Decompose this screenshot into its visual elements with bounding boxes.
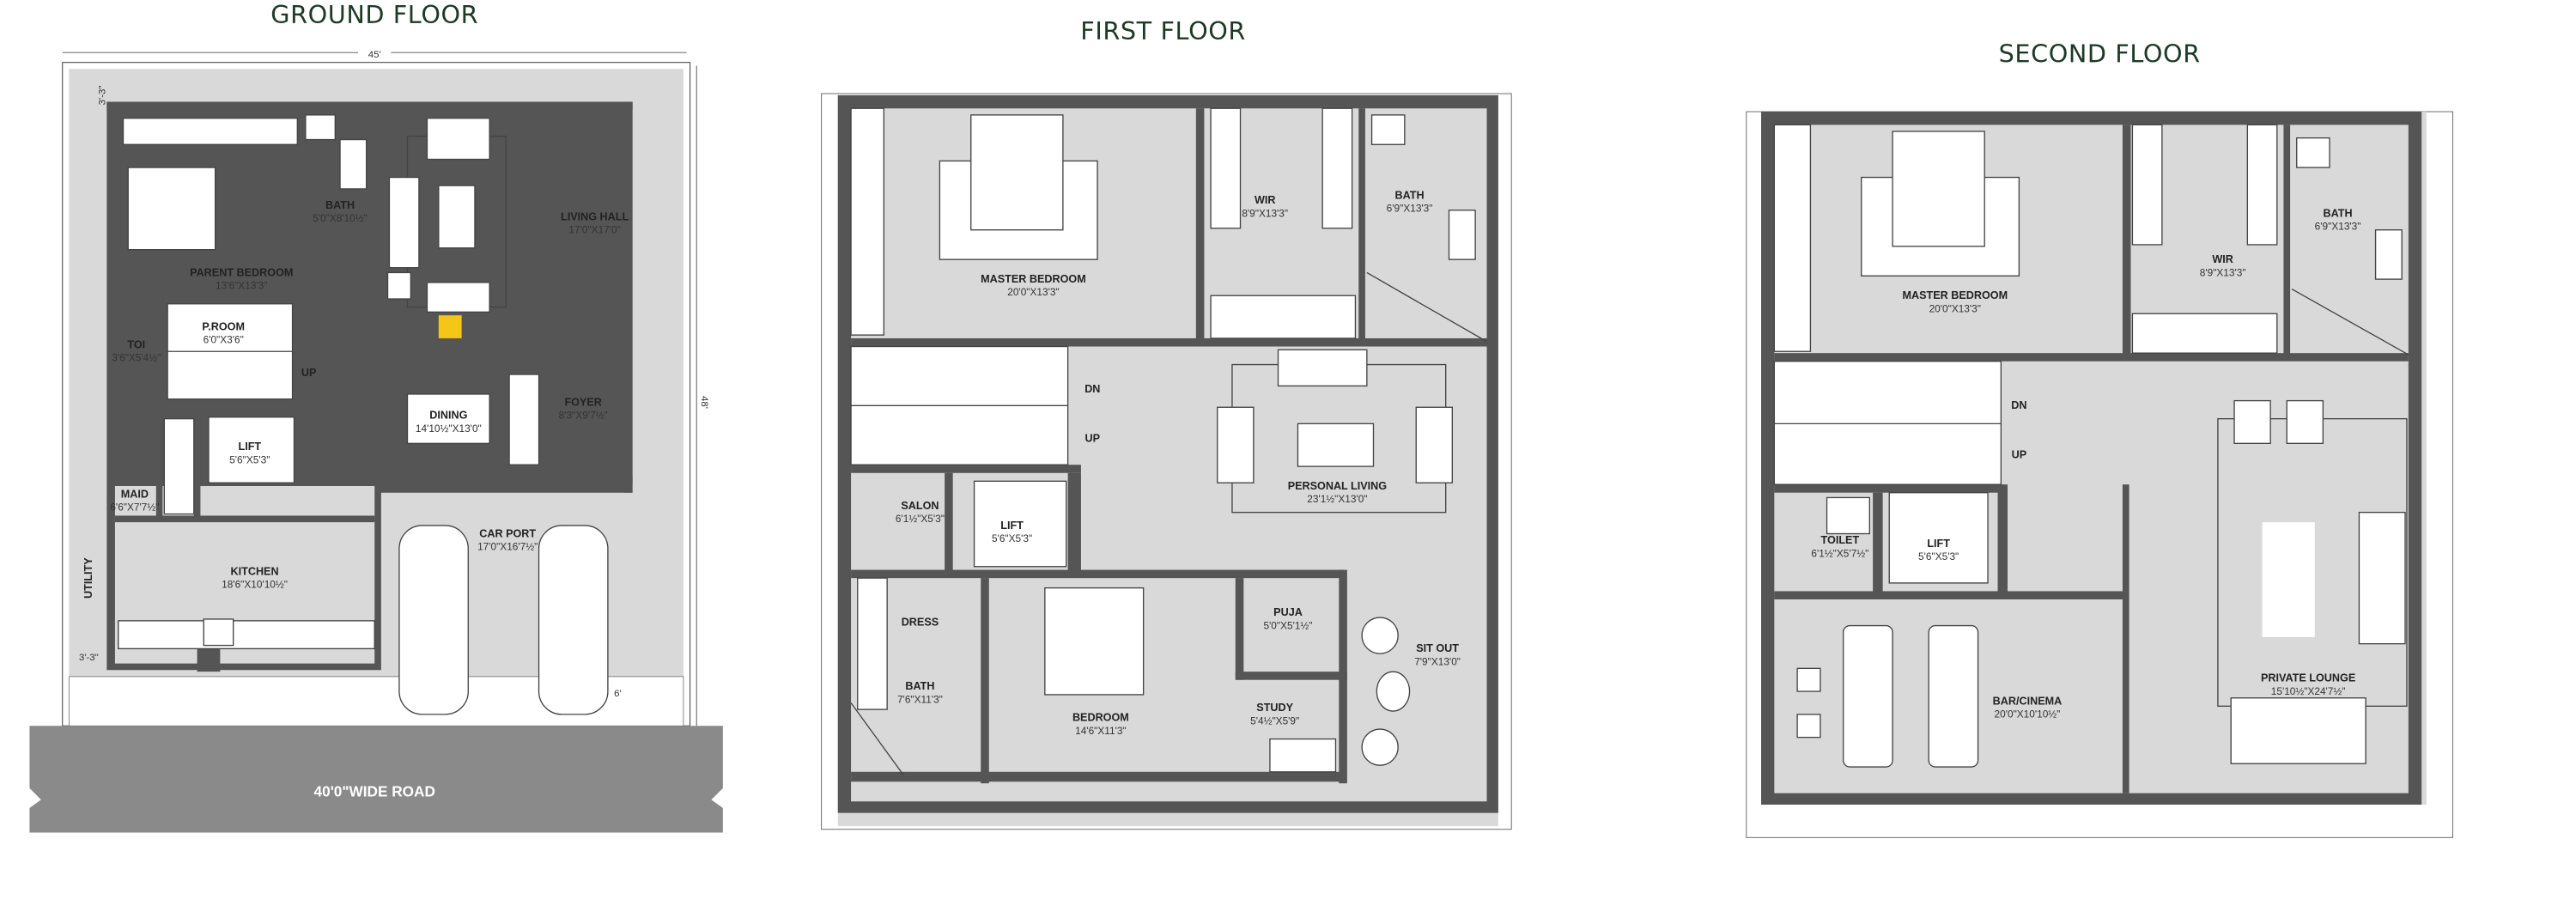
- setback-left: 3'-3": [79, 653, 99, 663]
- room-label: BAR/CINEMA: [1993, 695, 2063, 707]
- room-size: 6'6"X7'7½": [110, 502, 159, 514]
- room-size: 5'4½"X5'9": [1250, 714, 1299, 726]
- second-floor-title: SECOND FLOOR: [1999, 40, 2201, 69]
- first-floor-title: FIRST FLOOR: [1080, 16, 1246, 46]
- room-label: BATH: [1395, 189, 1425, 201]
- room-size: 20'0"X10'10½": [1995, 708, 2061, 720]
- room-label-utility: UTILITY: [82, 557, 94, 599]
- dimension-depth: 48': [699, 396, 709, 409]
- room-label: SALON: [901, 500, 939, 512]
- room-label: PARENT BEDROOM: [190, 266, 293, 278]
- room-size: 23'1½"X13'0": [1307, 493, 1367, 505]
- room-label: MAID: [121, 488, 149, 500]
- stair-up-label: UP: [1085, 432, 1101, 444]
- ground-floor-plan: GROUND FLOOR 45' 48' 3'-3" 3'-3" 6': [29, 0, 723, 833]
- room-label: PRIVATE LOUNGE: [2261, 672, 2355, 684]
- road: [29, 726, 723, 833]
- room-label: MASTER BEDROOM: [1902, 289, 2008, 301]
- ground-floor-title: GROUND FLOOR: [270, 0, 478, 29]
- room-size: 14'6"X11'3": [1075, 725, 1126, 737]
- room-label: SIT OUT: [1416, 642, 1459, 654]
- room-size: 13'6"X13'3": [216, 280, 267, 292]
- room-label: MASTER BEDROOM: [981, 273, 1086, 285]
- room-size: 14'10½"X13'0": [416, 423, 482, 435]
- road-label: 40'0"WIDE ROAD: [314, 782, 435, 799]
- setback-top: 3'-3": [97, 85, 107, 105]
- room-label: LIFT: [1927, 538, 1950, 550]
- room-size: 15'10½"X24'7½": [2271, 685, 2346, 697]
- room-size: 5'6"X5'3": [1918, 550, 1959, 562]
- room-size: 6'9"X13'3": [2315, 221, 2361, 233]
- room-size: 5'0"X5'1½": [1263, 619, 1312, 631]
- room-label: BATH: [905, 680, 934, 692]
- room-label: CAR PORT: [479, 527, 536, 539]
- room-label: P.ROOM: [202, 320, 245, 332]
- room-label: FOYER: [564, 396, 601, 408]
- room-size: 8'3"X9'7½": [559, 410, 608, 422]
- staircase: [1773, 361, 2002, 485]
- room-label: BATH: [325, 199, 355, 211]
- stair-up-label: UP: [301, 367, 317, 379]
- setback-front: 6': [614, 689, 622, 699]
- room-size: 5'6"X5'3": [229, 453, 270, 465]
- room-label: TOI: [127, 338, 145, 350]
- room-size: 8'9"X13'3": [1242, 207, 1288, 219]
- room-label: BATH: [2324, 207, 2353, 219]
- room-label: STUDY: [1256, 702, 1293, 714]
- room-label: TOILET: [1821, 534, 1860, 546]
- dimension-width: 45': [368, 50, 381, 60]
- second-floor-plan: SECOND FLOOR: [1746, 40, 2453, 838]
- room-size: 17'0"X16'7½": [477, 541, 538, 553]
- room-label: DINING: [429, 410, 467, 422]
- room-label: LIVING HALL: [561, 210, 629, 222]
- room-size: 5'0"X8'10½": [313, 212, 368, 224]
- room-size: 6'9"X13'3": [1387, 203, 1433, 215]
- room-label: LIFT: [1000, 520, 1024, 532]
- room-size: 6'0"X3'6": [204, 334, 244, 346]
- room-size: 17'0"X17'0": [568, 224, 620, 236]
- room-size: 20'0"X13'3": [1007, 286, 1059, 298]
- room-size: 6'1½"X5'3": [896, 513, 945, 525]
- stair-up-label: UP: [2012, 449, 2027, 461]
- room-label: WIR: [1255, 194, 1276, 206]
- room-size: 5'6"X5'3": [992, 532, 1032, 544]
- first-floor-plan: FIRST FLOOR: [821, 16, 1512, 830]
- comment-marker-icon[interactable]: [438, 315, 462, 338]
- room-size: 3'6"X5'4½": [112, 352, 161, 364]
- room-label: WIR: [2212, 253, 2233, 265]
- room-label: PERSONAL LIVING: [1288, 480, 1388, 492]
- room-label: KITCHEN: [231, 565, 279, 577]
- room-size: 7'6"X11'3": [897, 693, 943, 705]
- room-size: 8'9"X13'3": [2200, 266, 2246, 278]
- room-size: 18'6"X10'10½": [222, 579, 288, 591]
- room-size: 20'0"X13'3": [1929, 302, 1981, 314]
- room-size: 7'9"X13'0": [1414, 656, 1461, 668]
- room-size: 6'1½"X5'7½": [1811, 547, 1868, 559]
- stair-dn-label: DN: [1084, 383, 1100, 395]
- staircase: [850, 345, 1069, 465]
- room-label: LIFT: [239, 441, 262, 453]
- room-label: PUJA: [1273, 606, 1303, 618]
- room-label: DRESS: [902, 617, 939, 629]
- room-label: BEDROOM: [1072, 712, 1129, 724]
- stair-dn-label: DN: [2011, 399, 2026, 411]
